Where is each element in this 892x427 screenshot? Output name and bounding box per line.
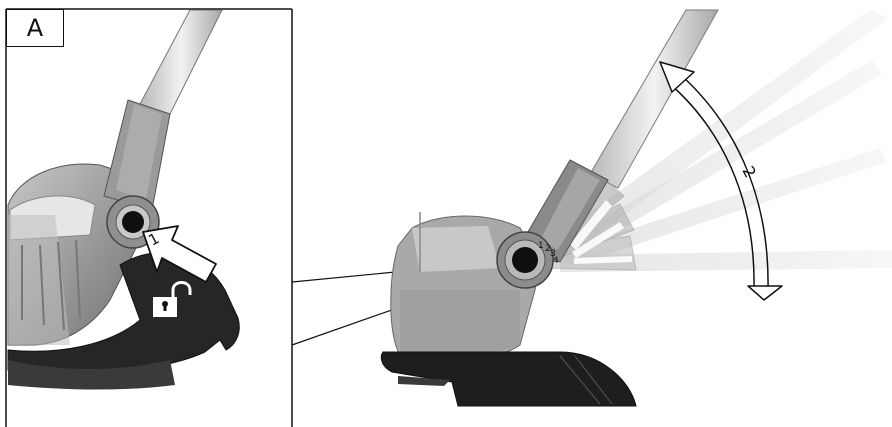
step-2-label: 2	[738, 163, 760, 181]
panel-label: A	[27, 14, 43, 42]
shaft-detail	[140, 10, 222, 118]
angle-position-4: 4	[553, 256, 559, 266]
trimmer-main-view: 1 2 3 4 2	[381, 10, 892, 406]
panel-label-box: A	[6, 9, 64, 47]
angle-position-1: 1	[538, 241, 544, 251]
shaft-main	[590, 10, 718, 188]
guard-main	[381, 352, 636, 406]
detail-panel: 1	[6, 9, 292, 427]
pivot-knob-main	[497, 232, 553, 288]
